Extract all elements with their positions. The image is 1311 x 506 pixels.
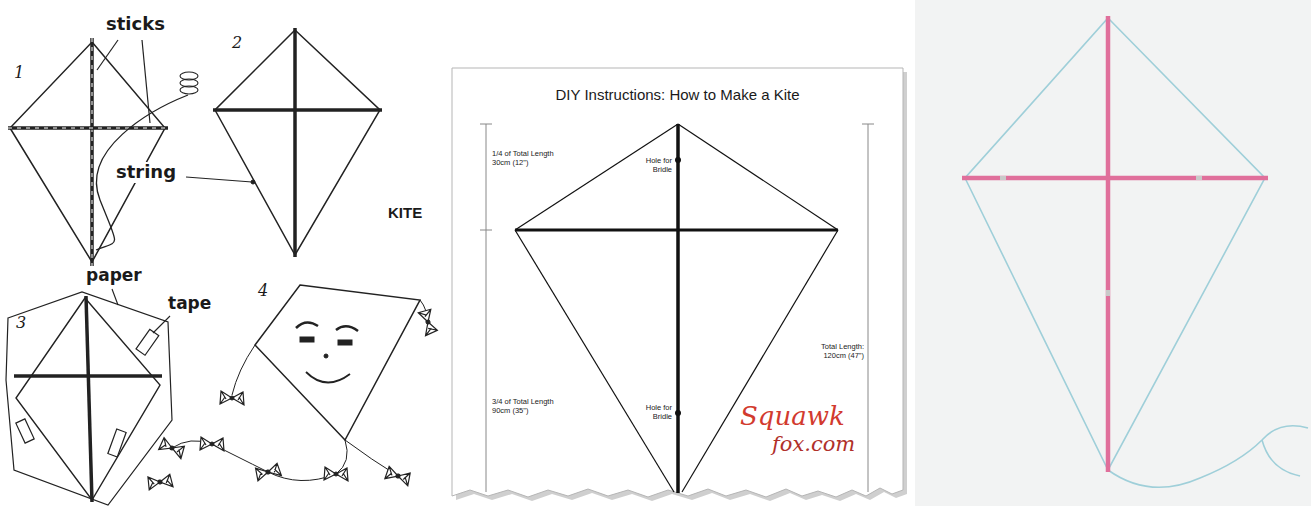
hole-note: Hole for Bridle bbox=[626, 404, 672, 421]
part-label: sticks bbox=[104, 14, 167, 35]
kite-sketch-3 bbox=[6, 289, 172, 505]
dimension-lines bbox=[480, 124, 874, 492]
step-number: 3 bbox=[16, 314, 26, 332]
figure-title: KITE bbox=[388, 204, 422, 221]
part-label: string bbox=[114, 162, 178, 183]
step-number: 1 bbox=[14, 64, 24, 82]
sheet-title: DIY Instructions: How to Make a Kite bbox=[455, 86, 900, 103]
instruction-sheet bbox=[452, 68, 907, 501]
kite-sketch-4 bbox=[147, 285, 439, 491]
brand-mark: fox.com bbox=[772, 432, 855, 456]
dimension-note: Total Length: 120cm (47") bbox=[818, 343, 864, 360]
step-number: 4 bbox=[258, 282, 268, 300]
kite-sketch-1 bbox=[8, 38, 198, 266]
step-number: 2 bbox=[232, 34, 242, 52]
brand-mark: Squawk bbox=[740, 402, 845, 432]
part-label: tape bbox=[166, 294, 213, 314]
hole-note: Hole for Bridle bbox=[626, 157, 672, 174]
dimension-note: 3/4 of Total Length 90cm (35") bbox=[492, 398, 566, 415]
dimension-note: 1/4 of Total Length 30cm (12") bbox=[492, 150, 566, 167]
kite-frame-photo bbox=[915, 0, 1311, 506]
kite-sketch-2 bbox=[186, 28, 382, 257]
part-label: paper bbox=[84, 266, 144, 286]
